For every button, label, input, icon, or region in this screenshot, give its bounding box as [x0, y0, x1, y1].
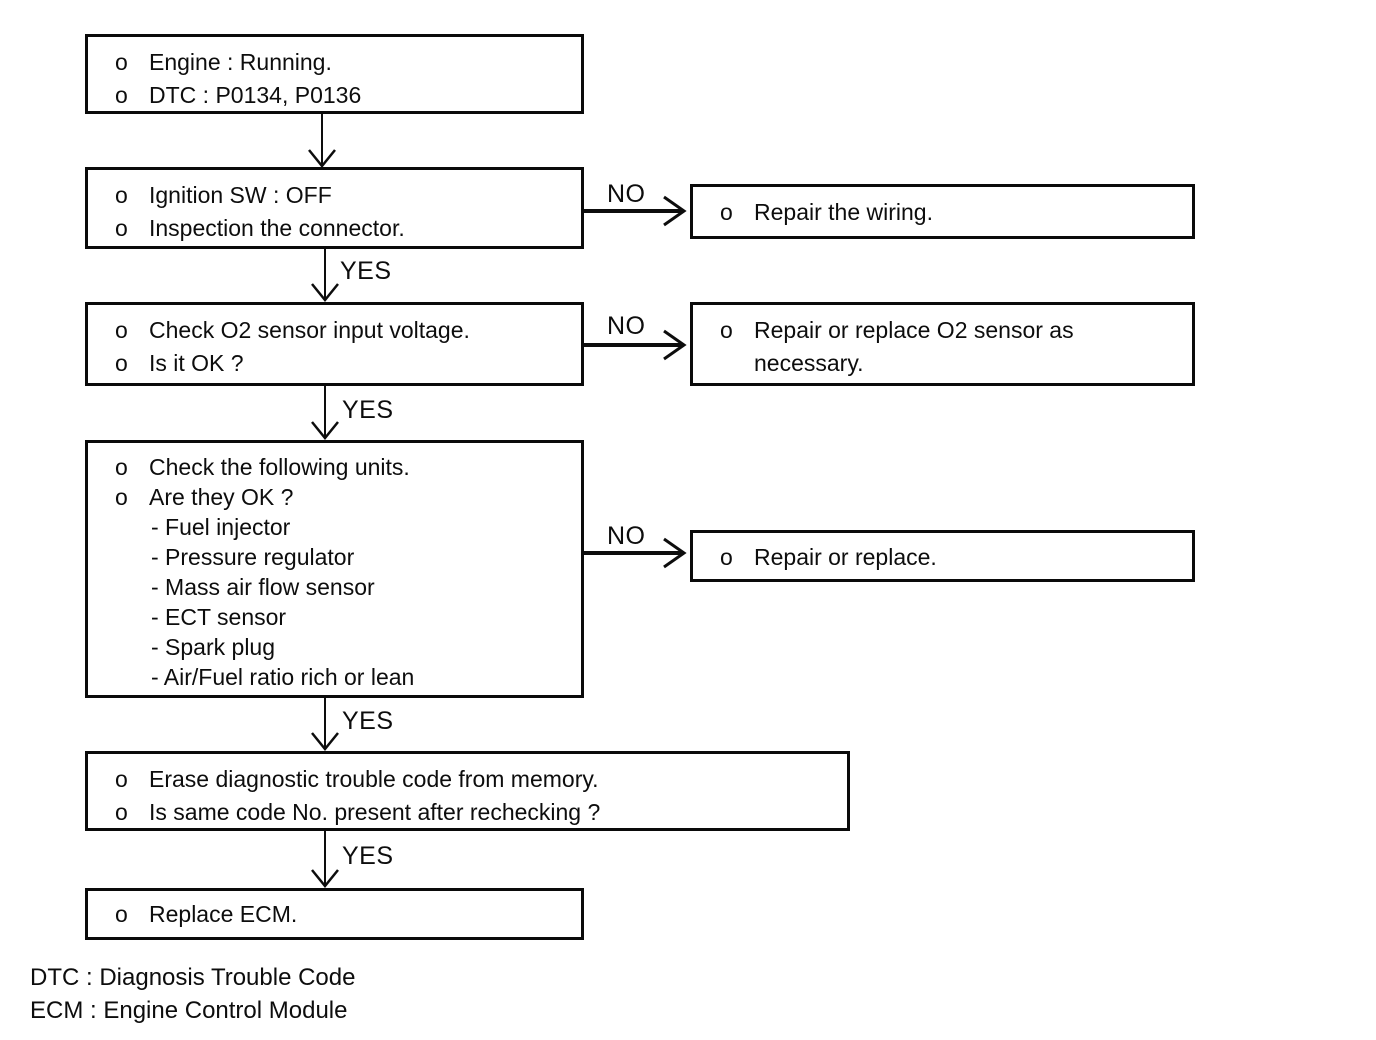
bullet-marker: o	[115, 49, 128, 75]
step-line: o Is same code No. present after recheck…	[88, 796, 847, 829]
bullet-marker: o	[115, 350, 128, 376]
footnote-dtc: DTC : Diagnosis Trouble Code	[30, 964, 356, 991]
action-text: Repair or replace O2 sensor as	[754, 317, 1074, 343]
step-text: DTC : P0134, P0136	[149, 82, 362, 108]
action-line: o Repair or replace O2 sensor as	[693, 314, 1192, 347]
abbreviation-key: DTC : Diagnosis Trouble Code ECM : Engin…	[30, 961, 355, 1027]
yes-label: YES	[342, 396, 394, 424]
step-text: Inspection the connector.	[149, 215, 405, 241]
action-box-repair-wiring: o Repair the wiring.	[690, 184, 1195, 239]
action-box-repair-o2-sensor: o Repair or replace O2 sensor as necessa…	[690, 302, 1195, 386]
unit-list-item: - Pressure regulator	[151, 544, 355, 570]
bullet-marker: o	[115, 317, 128, 343]
action-text: Repair the wiring.	[754, 199, 933, 225]
step-line: o Replace ECM.	[88, 898, 581, 931]
bullet-marker: o	[115, 799, 128, 825]
step-line: o DTC : P0134, P0136	[88, 79, 581, 112]
step-text: Ignition SW : OFF	[149, 182, 332, 208]
action-line: o Repair or replace.	[693, 542, 1192, 572]
bullet-marker: o	[720, 199, 733, 225]
step-line: o Are they OK ?	[88, 482, 581, 512]
step-line: o Inspection the connector.	[88, 212, 581, 245]
unit-list-item: - Fuel injector	[151, 514, 291, 540]
unit-list-item: - Mass air flow sensor	[151, 574, 375, 600]
unit-list-item: - Air/Fuel ratio rich or lean	[151, 664, 415, 690]
step-box-replace-ecm: o Replace ECM.	[85, 888, 584, 940]
yes-label: YES	[342, 842, 394, 870]
step-text: Engine : Running.	[149, 49, 332, 75]
step-box-o2-voltage: o Check O2 sensor input voltage. o Is it…	[85, 302, 584, 386]
unit-list-item: - ECT sensor	[151, 604, 287, 630]
step-line: o Ignition SW : OFF	[88, 179, 581, 212]
step-text: Erase diagnostic trouble code from memor…	[149, 766, 599, 792]
step-line: o Engine : Running.	[88, 46, 581, 79]
step-box-ignition-connector: o Ignition SW : OFF o Inspection the con…	[85, 167, 584, 249]
bullet-marker: o	[720, 317, 733, 343]
no-label: NO	[607, 522, 646, 550]
action-text-continuation: necessary.	[754, 350, 864, 376]
bullet-marker: o	[115, 454, 128, 480]
bullet-marker: o	[720, 544, 733, 570]
step-text: Is same code No. present after recheckin…	[149, 799, 601, 825]
unit-list-item: - Spark plug	[151, 634, 276, 660]
bullet-marker: o	[115, 182, 128, 208]
yes-label: YES	[342, 707, 394, 735]
footnote-ecm: ECM : Engine Control Module	[30, 997, 348, 1024]
no-label: NO	[607, 312, 646, 340]
step-text: Check O2 sensor input voltage.	[149, 317, 470, 343]
step-line: o Is it OK ?	[88, 347, 581, 380]
step-text: Check the following units.	[149, 454, 410, 480]
action-box-repair-replace: o Repair or replace.	[690, 530, 1195, 582]
step-text: Is it OK ?	[149, 350, 244, 376]
step-text: Are they OK ?	[149, 484, 294, 510]
no-label: NO	[607, 180, 646, 208]
bullet-marker: o	[115, 82, 128, 108]
action-text: Repair or replace.	[754, 544, 937, 570]
step-box-engine-dtc: o Engine : Running. o DTC : P0134, P0136	[85, 34, 584, 114]
step-text: Replace ECM.	[149, 901, 298, 927]
yes-label: YES	[340, 257, 392, 285]
step-line: o Check O2 sensor input voltage.	[88, 314, 581, 347]
bullet-marker: o	[115, 215, 128, 241]
bullet-marker: o	[115, 901, 128, 927]
action-line: o Repair the wiring.	[693, 196, 1192, 229]
step-line: o Erase diagnostic trouble code from mem…	[88, 763, 847, 796]
step-box-erase-code: o Erase diagnostic trouble code from mem…	[85, 751, 850, 831]
bullet-marker: o	[115, 484, 128, 510]
bullet-marker: o	[115, 766, 128, 792]
step-line: o Check the following units.	[88, 452, 581, 482]
step-box-check-units: o Check the following units. o Are they …	[85, 440, 584, 698]
